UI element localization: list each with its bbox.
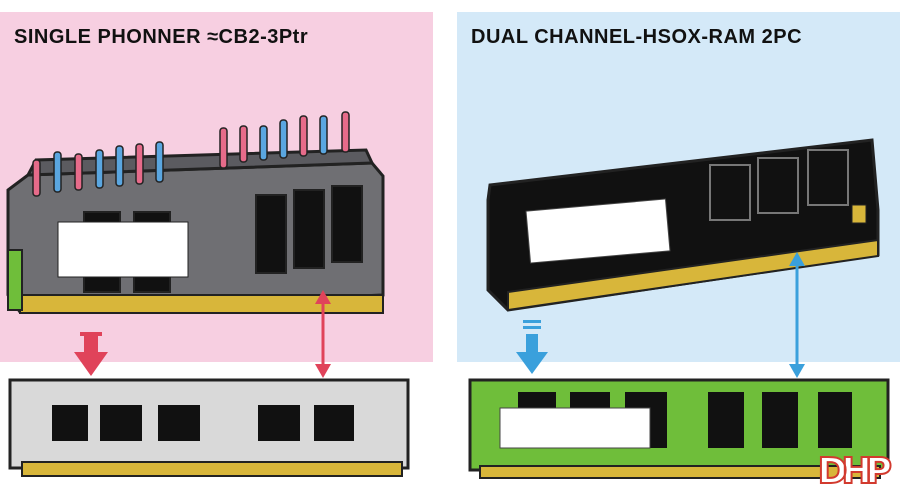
memory-chip [807,149,849,206]
memory-chip [314,405,354,441]
signal-pins [32,111,350,197]
memory-chip [100,405,142,441]
black-ram-module [486,138,880,312]
left-panel-title: SINGLE PHONNER ≈CB2-3Ptr [14,26,309,48]
green-ram-module [468,378,890,479]
label-sticker [525,198,671,264]
memory-chip [158,405,200,441]
right-panel-title: DUAL CHANNEL-HSOX-RAM 2PC [471,26,803,48]
gold-contacts [507,238,879,312]
gray-ram-module [6,148,385,314]
memory-chip [255,194,287,274]
silver-ram-module [8,378,410,477]
memory-chip [757,157,799,214]
memory-chip [762,392,798,448]
red-double-arrow [315,290,331,378]
red-down-arrow [74,332,108,376]
memory-chip [708,392,744,448]
memory-chip [293,189,325,269]
label-sticker [57,221,189,278]
memory-chip [818,392,852,448]
gold-contacts [479,465,881,479]
memory-chip [709,164,751,221]
blue-double-arrow [789,252,805,378]
memory-chip [331,185,363,263]
memory-chip [258,405,300,441]
gold-contacts [21,461,403,477]
memory-chip [52,405,88,441]
blue-down-arrow [516,320,548,374]
label-sticker [499,407,651,449]
dhp-logo: DHP [817,450,893,493]
